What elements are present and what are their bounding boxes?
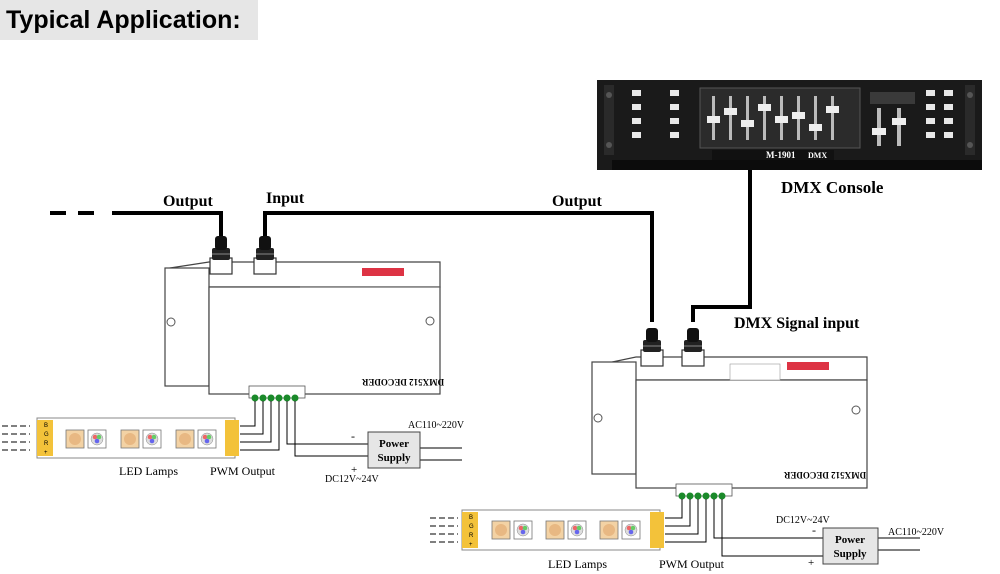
decoder-right: DMX512 DECODER xyxy=(591,327,868,500)
pin-b-label: B xyxy=(469,515,473,521)
page-title: Typical Application: xyxy=(0,0,258,40)
output-label-right: Output xyxy=(552,193,602,210)
daisy-chain-cable xyxy=(263,211,654,322)
input-label-left: Input xyxy=(266,190,305,207)
decoder-right-label: DMX512 DECODER xyxy=(783,470,866,480)
led-strip-left: B G R + xyxy=(2,417,239,459)
power-supply-left: Power Supply xyxy=(367,431,421,469)
decoder-left: DMX512 DECODER xyxy=(164,235,444,402)
cables xyxy=(50,170,752,322)
power-supply-left-line2: Supply xyxy=(377,452,411,464)
pin-r-label: R xyxy=(469,533,474,539)
pin-plus-label: + xyxy=(44,450,48,456)
ac-voltage-right: AC110~220V xyxy=(888,527,945,538)
ac-voltage-left: AC110~220V xyxy=(408,420,465,431)
pin-b-label: B xyxy=(44,423,48,429)
pwm-output-label-right: PWM Output xyxy=(659,557,725,571)
pin-g-label: G xyxy=(469,524,474,530)
console-signal-cable xyxy=(691,170,752,322)
plus-right: + xyxy=(808,557,814,569)
plus-left: + xyxy=(351,464,357,476)
dmx-console-label: DMX Console xyxy=(781,178,884,197)
dc-voltage-right: DC12V~24V xyxy=(776,515,831,526)
pwm-wires-right xyxy=(665,499,920,557)
led-lamps-label-right: LED Lamps xyxy=(548,557,607,571)
dmx-console: M-1901 DMX xyxy=(597,80,982,170)
decoder-left-label: DMX512 DECODER xyxy=(361,377,444,387)
power-supply-right-line1: Power xyxy=(835,534,865,546)
power-supply-left-line1: Power xyxy=(379,438,409,450)
output-label-left: Output xyxy=(163,193,213,210)
pin-plus-label: + xyxy=(469,542,473,548)
pwm-wires-left xyxy=(240,401,462,461)
output-cable-left xyxy=(112,211,223,236)
console-model-label: M-1901 xyxy=(766,150,796,160)
power-supply-right-line2: Supply xyxy=(833,548,867,560)
pin-r-label: R xyxy=(44,441,49,447)
minus-left: - xyxy=(351,429,355,443)
console-dmx-label: DMX xyxy=(808,151,827,160)
minus-right: - xyxy=(812,523,816,537)
pin-g-label: G xyxy=(44,432,49,438)
led-lamps-label-left: LED Lamps xyxy=(119,464,178,478)
pwm-output-label-left: PWM Output xyxy=(210,464,276,478)
power-supply-right: Power Supply xyxy=(822,527,879,565)
dmx-signal-input-label: DMX Signal input xyxy=(734,315,860,332)
dc-voltage-left: DC12V~24V xyxy=(325,474,380,485)
led-strip-right: B G R + xyxy=(430,509,664,551)
